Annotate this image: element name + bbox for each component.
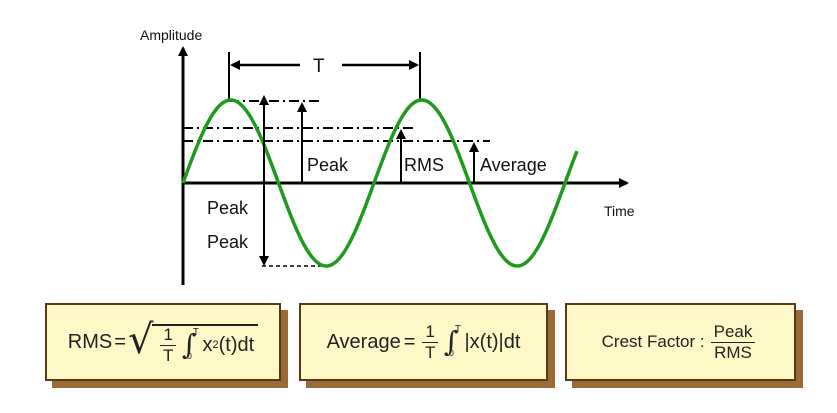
rms-fraction-num: 1	[160, 325, 176, 346]
amplitude-label: Amplitude	[140, 27, 202, 43]
average-formula-eq: =	[403, 330, 416, 353]
rms-power: 2	[212, 339, 219, 351]
average-fraction-num: 1	[422, 322, 438, 343]
rms-integrand: x	[202, 333, 213, 356]
average-formula-lhs: Average	[326, 330, 401, 353]
rms-integral: ∫ T 0	[181, 327, 199, 361]
rms-fraction: 1 T	[160, 325, 176, 365]
average-fraction-den: T	[424, 342, 436, 362]
peak-peak-label-bottom: Peak	[207, 232, 249, 252]
rms-fraction-den: T	[162, 345, 174, 365]
rms-label: RMS	[404, 155, 444, 175]
average-label: Average	[480, 155, 547, 175]
rms-formula-eq: =	[114, 330, 126, 353]
peak-peak-label-bg	[205, 195, 263, 255]
rms-int-lower: 0	[186, 351, 192, 361]
integral-icon: ∫	[181, 328, 197, 361]
crest-fraction: Peak RMS	[710, 322, 756, 362]
crest-fraction-num: Peak	[710, 322, 756, 343]
integral-icon: ∫	[443, 325, 459, 358]
rms-rest: (t)dt	[218, 333, 255, 356]
crest-fraction-den: RMS	[714, 342, 752, 362]
average-formula-box: Average = 1 T ∫ T 0 |x(t)|dt	[299, 303, 548, 381]
rms-formula-lhs: RMS	[67, 330, 113, 353]
time-label: Time	[604, 203, 635, 219]
rms-int-upper: T	[192, 327, 200, 338]
average-fraction: 1 T	[422, 322, 438, 362]
average-integrand: |x(t)|dt	[464, 330, 521, 353]
sine-wave	[181, 98, 579, 268]
average-int-lower: 0	[448, 348, 454, 358]
average-int-upper: T	[454, 324, 461, 335]
period-label: T	[313, 56, 325, 77]
crest-formula-lhs: Crest Factor :	[601, 332, 705, 351]
peak-peak-label-top: Peak	[207, 198, 249, 218]
peak-label: Peak	[307, 155, 349, 175]
crest-formula-box: Crest Factor : Peak RMS	[565, 303, 796, 381]
average-integral: ∫ T 0	[443, 324, 461, 358]
sqrt-icon: √	[127, 316, 154, 363]
